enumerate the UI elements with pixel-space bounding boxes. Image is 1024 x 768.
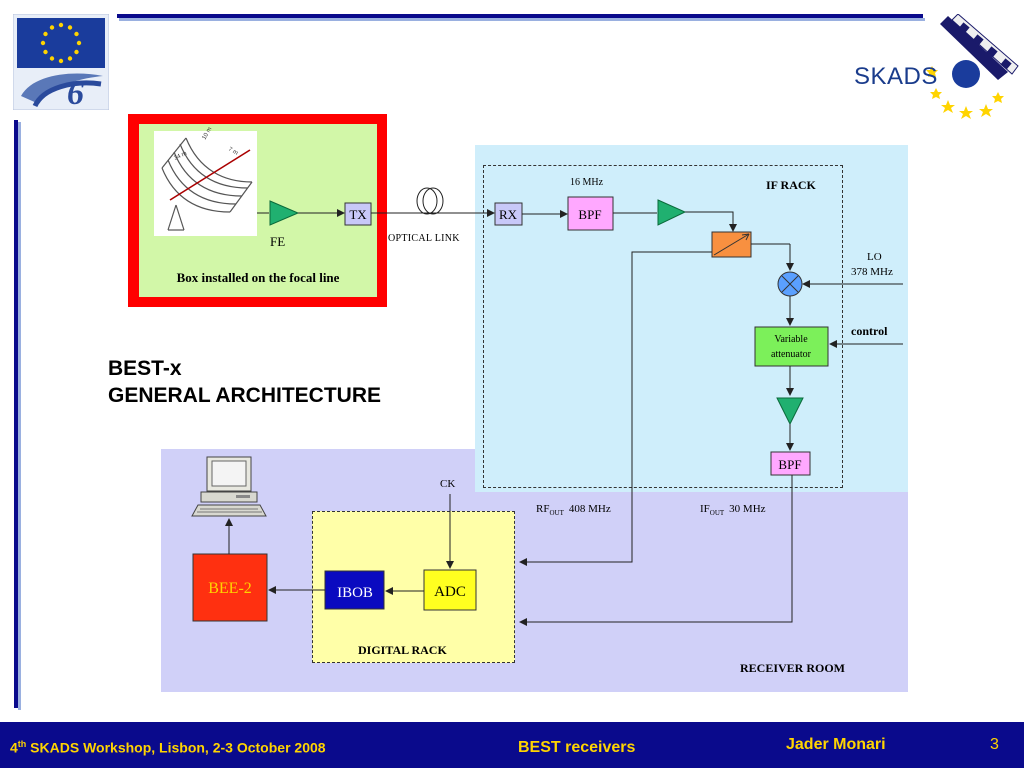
left-rule-shadow: [18, 122, 21, 710]
amp-to-splitter-arrow: [685, 211, 737, 232]
skads-logo: SKADS: [848, 13, 1020, 124]
footer-page-number: 3: [990, 736, 999, 753]
footer-workshop-text: SKADS Workshop, Lisbon, 2-3 October 2008: [26, 739, 326, 756]
rf-out-main: RF: [536, 503, 549, 515]
lo-freq: 378 MHz: [851, 266, 893, 278]
antenna-dim-34m: 34 m: [173, 151, 188, 162]
rf-out-label: RFOUT 408 MHz: [536, 503, 611, 517]
top-rule-shadow: [119, 18, 925, 21]
tx-label: TX: [349, 207, 367, 222]
if-rack-title: IF RACK: [766, 178, 817, 192]
ck-label: CK: [440, 478, 455, 490]
bpf-2-label: BPF: [778, 457, 801, 472]
rf-out-path: [519, 251, 712, 566]
top-rule: [117, 14, 923, 18]
slide-heading: BEST-x GENERAL ARCHITECTURE: [108, 355, 381, 409]
ibob-label: IBOB: [337, 585, 373, 601]
fe-amplifier-icon: [269, 200, 300, 226]
eu-fp6-logo: 6: [12, 13, 110, 112]
antenna-dim-10m: 10 m: [202, 126, 214, 141]
if-out-label: IFOUT 30 MHz: [700, 503, 766, 517]
control-label: control: [851, 324, 888, 338]
footer-workshop: 4th SKADS Workshop, Lisbon, 2-3 October …: [10, 739, 326, 756]
rf-out-sub: OUT: [549, 509, 564, 517]
receiver-room-title: RECEIVER ROOM: [740, 661, 845, 675]
splitter-diagonal: [713, 233, 750, 256]
eu-fp6-logo-graphic: 6: [12, 13, 110, 112]
lo-label: LO: [867, 251, 882, 263]
if-rack-region: [475, 145, 908, 492]
variable-attenuator-block: [754, 326, 829, 367]
adc-label: ADC: [434, 584, 466, 600]
bpf-1-block: [567, 196, 614, 231]
bpf-1-freq: 16 MHz: [570, 177, 604, 188]
rx-label: RX: [499, 207, 518, 222]
footer-author: Jader Monari: [786, 736, 886, 753]
architecture-diagram: 34 m 10 m 7 m FE TX Box installed on the…: [154, 126, 903, 675]
footer-workshop-sup: th: [17, 739, 27, 749]
if-out-sub: OUT: [710, 509, 725, 517]
footer-workshop-num: 4: [10, 739, 18, 756]
bee2-block: [192, 553, 268, 622]
skads-logo-graphic: [926, 13, 1019, 119]
footer-bar: 4th SKADS Workshop, Lisbon, 2-3 October …: [0, 722, 1024, 768]
optical-link-label: OPTICAL LINK: [388, 233, 460, 244]
bpf-1-label: BPF: [578, 207, 601, 222]
front-end-caption: Box installed on the focal line: [177, 270, 340, 285]
fiber-coil-icon: [416, 187, 444, 215]
if-out-main: IF: [700, 503, 710, 515]
rf-out-freq: 408 MHz: [569, 503, 611, 515]
antenna-image: 34 m 10 m 7 m: [154, 126, 257, 236]
if-out-freq: 30 MHz: [729, 503, 765, 515]
skads-logo-text: SKADS: [854, 63, 938, 90]
antenna-dim-7m: 7 m: [227, 147, 239, 157]
tx-block: [344, 202, 372, 226]
computer-icon: [191, 456, 267, 517]
if-amplifier-2-icon: [776, 397, 804, 426]
heading-line-1: BEST-x: [108, 357, 182, 380]
ibob-block: [324, 570, 385, 610]
if-amplifier-icon: [657, 199, 687, 226]
fe-label: FE: [270, 234, 285, 249]
svg-text:6: 6: [67, 75, 84, 110]
bee2-label: BEE-2: [208, 580, 252, 597]
attenuator-label-1: Variable: [774, 334, 808, 345]
digital-rack-title: DIGITAL RACK: [358, 643, 447, 657]
adc-block: [423, 569, 477, 611]
if-rack-dashed-box: [483, 165, 843, 488]
footer-center-title: BEST receivers: [518, 739, 636, 756]
bpf-2-block: [770, 451, 811, 476]
heading-line-2: GENERAL ARCHITECTURE: [108, 384, 382, 407]
left-rule: [14, 120, 18, 708]
attenuator-label-2: attenuator: [771, 349, 812, 360]
if-out-path: [519, 475, 793, 626]
